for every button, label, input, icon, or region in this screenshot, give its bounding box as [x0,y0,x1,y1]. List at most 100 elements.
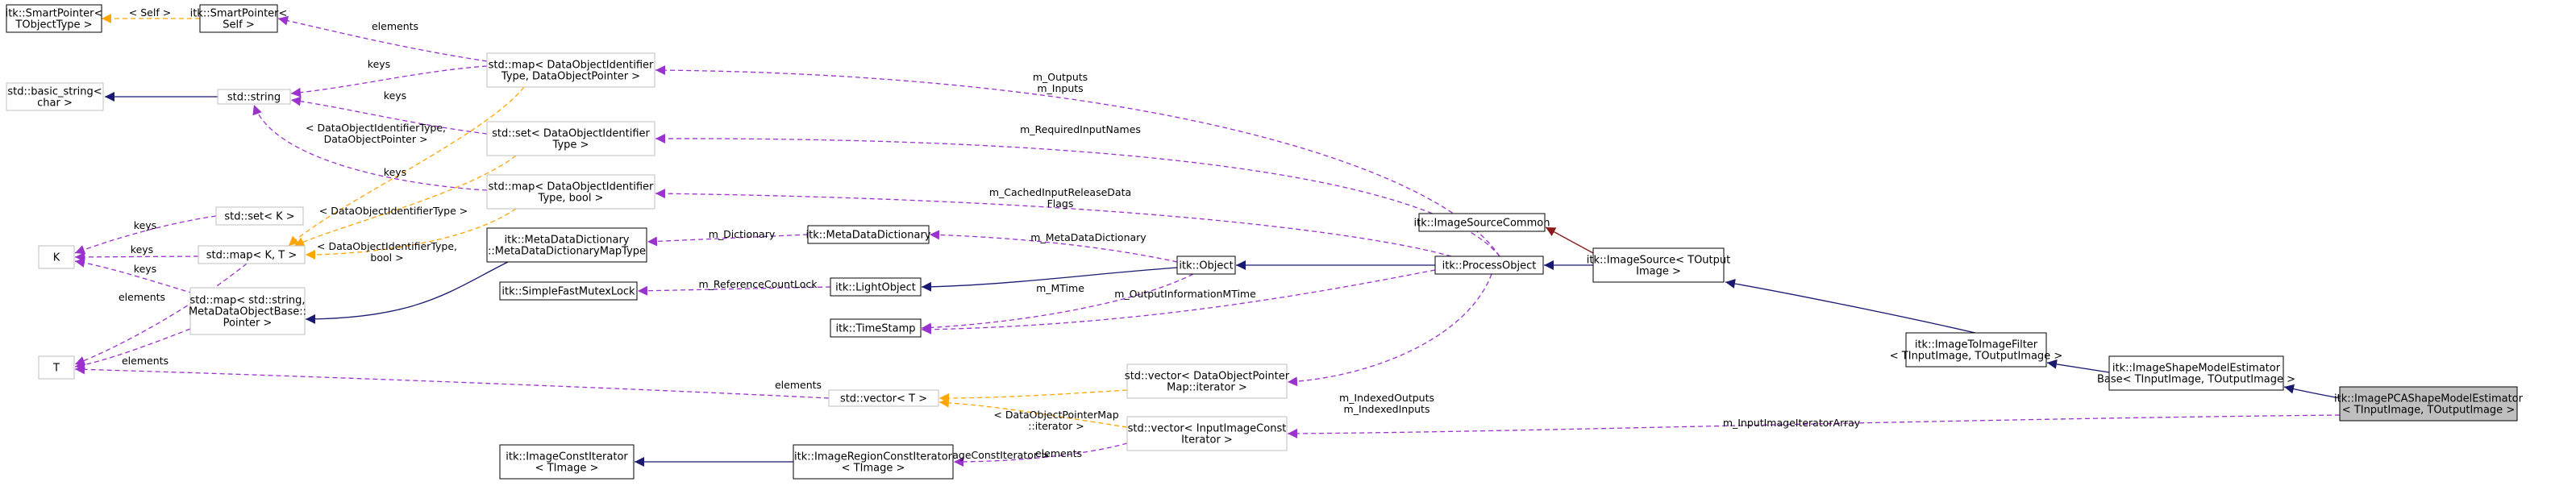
edge-label-tmpl-doi-bool: < DataObjectIdentifierType,bool > [317,240,457,264]
class-node-label: itk::TimeStamp [835,323,915,335]
class-node-label: itk::ImageToImageFilter [1915,339,2038,351]
class-node-label: Type > [552,139,589,152]
edge-label-tmpl-dopm: < DataObjectPointerMap::iterator > [993,409,1118,432]
keys-map2-edge-5 [252,104,488,191]
class-node-label: Pointer > [223,318,273,330]
class-node-mdd[interactable]: itk::MetaDataDictionary [806,225,931,244]
indexed-edge-31 [1287,273,1492,387]
class-node-lightobject[interactable]: itk::LightObject [830,277,922,297]
tmpl-iici-edge-33 [938,397,1128,428]
keys-k2-edge-10 [74,251,199,262]
class-node-object[interactable]: itk::Object [1176,255,1236,275]
inherit-edge-28 [1725,279,1976,334]
edge-label-tmpl-doi-dop: < DataObjectIdentifierType,DataObjectPoi… [306,122,446,145]
class-node-label: std::set< K > [224,211,294,223]
elements-irci-edge-34 [953,442,1128,467]
class-node-map-string-mdob: std::map< std::string,MetaDataObjectBase… [189,287,306,335]
inherit-edge-30 [2283,384,2341,399]
class-node-label: itk::MetaDataDictionary [806,230,931,242]
edge-label-mtime: m_MTime [1036,282,1084,294]
class-node-label: itk::ImageConstIterator [506,451,628,463]
class-node-label: TObjectType > [15,19,92,31]
class-node-label: std::vector< DataObjectPointer [1125,371,1290,383]
edge-label-keys-k3: keys [134,263,156,275]
dictionary-edge-19 [647,234,809,247]
edge-label-input-iter-array: m_InputImageIteratorArray [1723,417,1861,429]
class-node-label: Type, DataObjectPointer > [501,71,640,83]
class-node-label: std::map< std::string, [189,295,305,307]
edges-layer [74,14,2341,467]
class-node-label: std::map< DataObjectIdentifier [489,60,654,72]
edge-label-keys-map2: keys [384,166,406,178]
keys-k3-edge-11 [74,258,194,294]
class-node-isc[interactable]: itk::ImageSourceCommon [1414,213,1550,232]
edge-label-keys-top: keys [368,58,390,70]
class-node-processobject[interactable]: itk::ProcessObject [1434,255,1544,275]
elements-k-edge-12 [74,263,248,366]
red-edge-26 [1545,226,1594,254]
class-node-label: T [52,363,60,375]
edge-label-outputinfo: m_OutputInformationMTime [1114,288,1256,300]
input-iter-array-edge-36 [1287,414,2341,438]
keys-k1-edge-9 [74,215,217,255]
edge-label-refcountlock: m_ReferenceCountLock [699,278,818,290]
class-node-label: itk::LightObject [835,282,916,294]
class-node-label: Map::iterator > [1167,382,1247,394]
class-node-label: Type, bool > [538,193,604,205]
edge-label-tmpl-doi: < DataObjectIdentifierType > [319,205,468,217]
class-node-label: char > [37,98,73,110]
class-node-mutex[interactable]: itk::SimpleFastMutexLock [499,281,638,301]
edge-label-keys-set: keys [384,89,406,102]
class-node-label: < TInputImage, TOutputImage > [1890,351,2062,363]
class-node-label: K [53,252,60,264]
class-node-ici[interactable]: itk::ImageConstIterator< TImage > [499,444,635,480]
edge-label-elements-t: elements [122,355,169,367]
class-node-label: < TImage > [535,463,599,475]
class-node-label: itk::ProcessObject [1442,260,1537,272]
class-node-map-doi-dop: std::map< DataObjectIdentifierType, Data… [486,52,655,88]
keys-top-edge-3 [290,65,488,98]
class-node-label: std::vector< T > [840,393,927,405]
class-node-T: T [38,355,75,380]
elements-top-edge-1 [277,15,488,62]
cached-edge-18 [655,189,1452,257]
edge-label-keys-k1: keys [134,219,156,231]
mtime-edge-23 [921,273,1194,333]
class-node-sp-self[interactable]: itk::SmartPointer<Self > [190,4,288,33]
class-node-map-doi-bool: std::map< DataObjectIdentifierType, bool… [486,174,655,210]
class-node-label: itk::SmartPointer< [6,8,103,20]
class-node-vector-t: std::vector< T > [828,389,939,407]
tmpl-dopm-edge-32 [938,389,1128,403]
nodes-layer: itk::SmartPointer<TObjectType >itk::Smar… [6,4,2524,480]
class-node-label: std::string [227,92,281,104]
class-node-timestamp[interactable]: itk::TimeStamp [830,318,922,338]
edge-label-metadatadictionary: m_MetaDataDictionary [1030,231,1147,243]
class-node-mdd-map[interactable]: itk::MetaDataDictionary::MetaDataDiction… [486,227,647,263]
class-node-set-k: std::set< K > [215,206,304,226]
edge-label-elements-k: elements [119,291,165,303]
tmpl-doi-dop-edge-6 [288,86,525,247]
class-node-irci[interactable]: itk::ImageRegionConstIterator< TImage > [793,444,954,480]
class-node-label: itk::ImageSource< TOutput [1587,255,1730,267]
edge-label-elements-top: elements [372,20,418,32]
class-node-sp-tobject[interactable]: itk::SmartPointer<TObjectType > [6,4,103,33]
class-node-K: K [38,245,75,269]
class-node-ipca[interactable]: itk::ImagePCAShapeModelEstimator< TInput… [2334,386,2524,422]
class-node-map-kt: std::map< K, T > [198,245,306,264]
class-node-imagetoimagefilter[interactable]: itk::ImageToImageFilter< TInputImage, TO… [1890,332,2062,368]
keys-set-edge-4 [290,96,488,135]
class-node-label: < TImage > [842,463,905,475]
edge-label-keys-k2: keys [131,243,153,255]
class-node-imagesource[interactable]: itk::ImageSource< TOutputImage > [1587,247,1730,283]
class-node-label: std::map< DataObjectIdentifier [489,181,654,193]
elements-t-edge-13 [74,328,191,370]
class-node-label: itk::ImagePCAShapeModelEstimator [2334,393,2524,405]
class-node-label: std::basic_string< [7,86,102,98]
class-node-label: itk::Object [1179,260,1233,272]
